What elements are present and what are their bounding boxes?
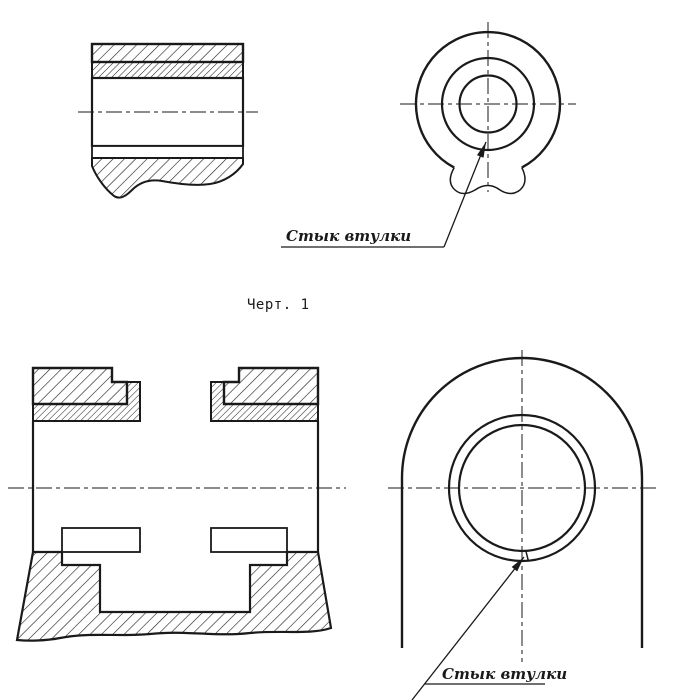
- fig1-bore-circle: [458, 74, 518, 134]
- fig2-leader-line: [411, 556, 525, 700]
- fig1-callout: Стык втулки: [281, 141, 487, 248]
- fig2-bushing-lower-left-end: [61, 527, 141, 553]
- fig2-housing-base-section: [15, 550, 333, 642]
- fig1-leader-line: [443, 141, 487, 248]
- fig2-callout: Стык втулки: [411, 556, 567, 700]
- fig2-housing-top-left-section: [31, 366, 129, 406]
- fig2-bushing-seam-mark: [525, 551, 530, 562]
- fig2-section-view: [8, 366, 346, 642]
- fig2-bore-circle: [457, 423, 587, 553]
- fig1-housing-top-section: [90, 42, 245, 64]
- fig1-section-view: [78, 42, 258, 199]
- fig1-bushing-bottom-section: [91, 145, 244, 159]
- fig1-break-line: [449, 167, 526, 195]
- fig2-housing-top-right-section: [222, 366, 320, 406]
- fig2-end-view: [388, 350, 658, 662]
- fig2-callout-label: Стык втулки: [442, 665, 567, 683]
- fig1-housing-bottom-break-section: [91, 157, 244, 199]
- fig1-lug-outline: [414, 30, 562, 169]
- fig1-callout-label: Стык втулки: [286, 227, 411, 245]
- fig2-housing-outline: [400, 356, 644, 648]
- fig1-end-view: [400, 22, 576, 195]
- fig1-bushing-top-section: [91, 61, 244, 79]
- fig2-bushing-lower-right-end: [210, 527, 288, 553]
- figure-caption: Черт. 1: [247, 297, 310, 313]
- fig1-bushing-outer-circle: [440, 56, 536, 152]
